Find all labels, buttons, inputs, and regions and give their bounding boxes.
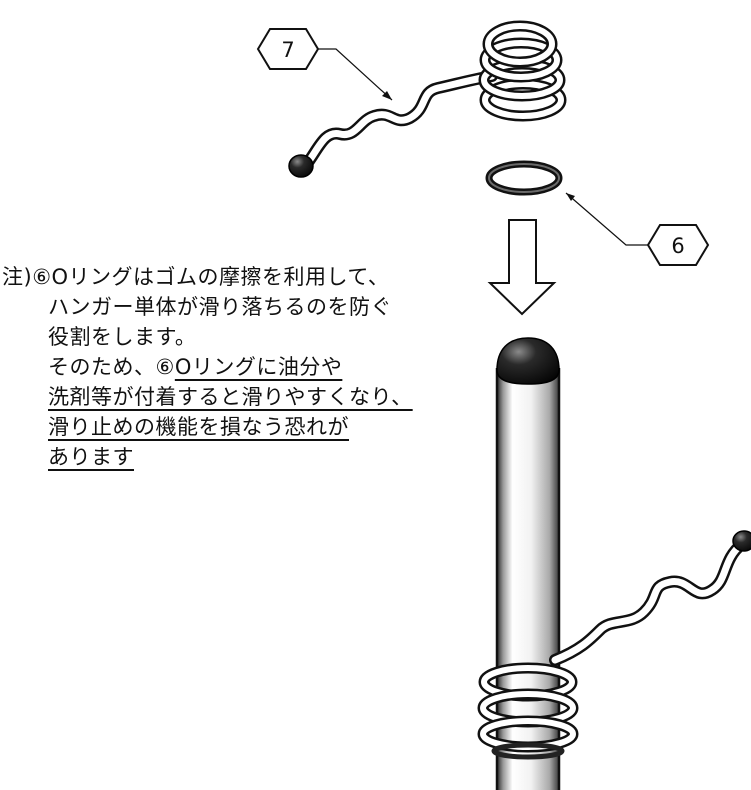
hanger-coil [478,20,567,122]
note-line-1: 注)⑥Oリングはゴムの摩擦を利用して、 [2,265,390,289]
assembled-hanger [477,530,751,760]
o-ring-part [485,160,563,196]
hanger-end-cap [288,154,314,178]
callout-6: 6 [565,192,710,266]
caution-note: 注)⑥Oリングはゴムの摩擦を利用して、 ハンガー単体が滑り落ちるのを防ぐ 役割を… [2,262,502,472]
note-line-5: 洗剤等が付着すると滑りやすくなり、 [48,385,413,409]
callout-6-label: 6 [671,234,684,258]
pole-cap [496,337,560,385]
note-line-4: そのため、⑥Oリングに油分や [48,355,343,379]
assembled-o-ring [491,742,565,760]
note-line-6: 滑り止めの機能を損なう恐れが [48,415,349,439]
callout-7-label: 7 [281,38,294,62]
note-prefix: 注) [2,265,33,289]
hanger-part [288,20,567,178]
note-line-3: 役割をします。 [48,325,197,349]
note-line-2: ハンガー単体が滑り落ちるのを防ぐ [48,295,392,319]
callout-7: 7 [256,28,393,101]
note-line-7: あります [48,445,134,469]
down-arrow-icon [487,219,557,316]
